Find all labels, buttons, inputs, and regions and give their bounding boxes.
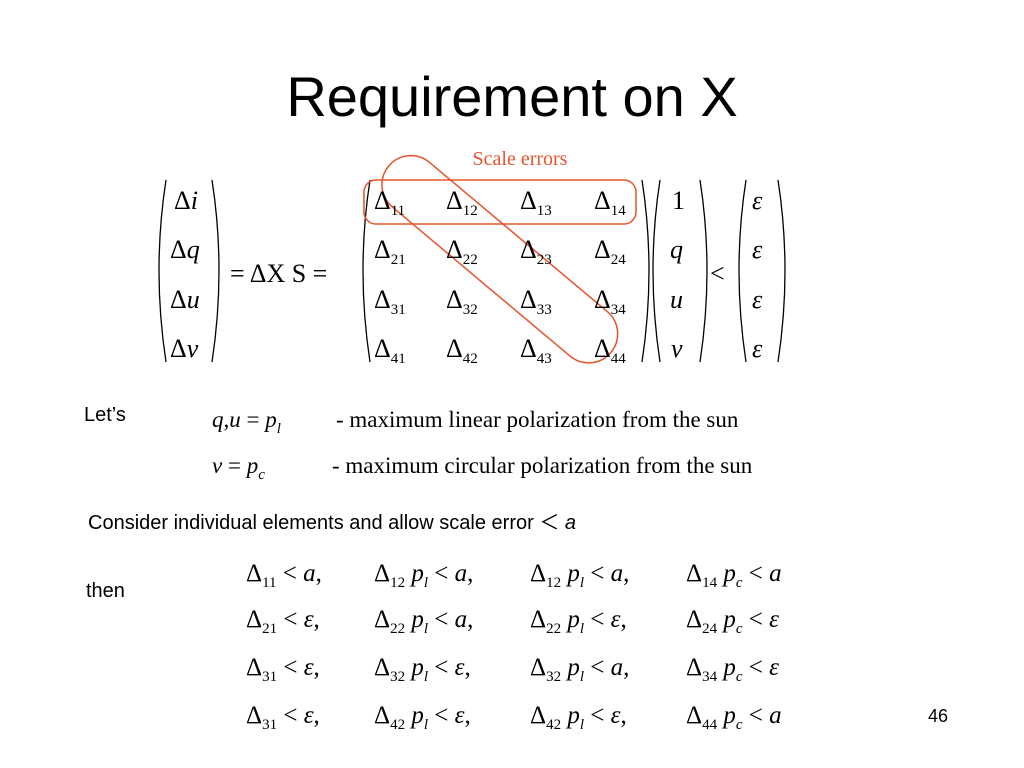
rhs-epsilon-4: ε <box>752 334 763 363</box>
condition-4-2: Δ42 pl < ε, <box>374 702 471 733</box>
condition-1-2: Δ12 pl < a, <box>374 560 474 591</box>
scale-error-diagonal-box <box>381 154 619 364</box>
matrix-cell-23: Δ23 <box>520 235 552 268</box>
vector-right-bracket <box>699 179 708 363</box>
condition-4-4: Δ44 pc < a <box>686 702 782 733</box>
matrix-cell-41: Δ41 <box>374 334 406 367</box>
rhs-epsilon-2: ε <box>752 235 763 264</box>
lhs-right-bracket <box>211 179 220 363</box>
vector-entry-v: v <box>671 334 683 363</box>
condition-1-3: Δ12 pl < a, <box>530 560 630 591</box>
scale-error-row-box <box>363 179 637 225</box>
definition-circular-expr: v = pc <box>212 453 265 483</box>
vector-entry-u: u <box>670 285 683 314</box>
then-label: then <box>86 580 125 602</box>
matrix-cell-12: Δ12 <box>446 186 478 219</box>
matrix-cell-14: Δ14 <box>594 186 626 219</box>
matrix-cell-43: Δ43 <box>520 334 552 367</box>
vector-left-bracket <box>652 179 661 363</box>
definition-circular-text: - maximum circular polarization from the… <box>332 453 753 478</box>
matrix-cell-31: Δ31 <box>374 285 406 318</box>
matrix-cell-13: Δ13 <box>520 186 552 219</box>
condition-2-3: Δ22 pl < ε, <box>530 606 627 637</box>
definition-linear-expr: q,u = pl <box>212 407 281 437</box>
condition-2-2: Δ22 pl < a, <box>374 606 474 637</box>
condition-3-1: Δ31 < ε, <box>246 654 320 685</box>
lhs-entry-q: Δq <box>170 235 200 264</box>
condition-1-1: Δ11 < a, <box>246 560 322 591</box>
condition-3-3: Δ32 pl < a, <box>530 654 630 685</box>
matrix-cell-24: Δ24 <box>594 235 626 268</box>
consider-var: a <box>564 512 577 534</box>
consider-text: Consider individual elements and allow s… <box>88 512 577 534</box>
matrix-cell-22: Δ22 <box>446 235 478 268</box>
matrix-cell-44: Δ44 <box>594 334 626 367</box>
matrix-cell-32: Δ32 <box>446 285 478 318</box>
condition-2-1: Δ21 < ε, <box>246 606 320 637</box>
definition-linear-text: - maximum linear polarization from the s… <box>336 407 739 432</box>
matrix-cell-42: Δ42 <box>446 334 478 367</box>
matrix-cell-11: Δ11 <box>374 186 406 219</box>
lhs-left-bracket <box>158 179 167 363</box>
equation-operator: = ΔX S = <box>230 259 328 288</box>
matrix-cell-33: Δ33 <box>520 285 552 318</box>
condition-3-4: Δ34 pc < ε <box>686 654 779 685</box>
lhs-entry-v: Δv <box>170 334 199 363</box>
lhs-entry-i: Δi <box>174 186 198 215</box>
rhs-epsilon-3: ε <box>752 285 763 314</box>
matrix-left-bracket <box>362 179 371 363</box>
condition-3-2: Δ32 pl < ε, <box>374 654 471 685</box>
matrix-cell-34: Δ34 <box>594 285 626 318</box>
slide-title: Requirement on X <box>286 65 738 128</box>
rhs-left-bracket <box>738 179 747 363</box>
rhs-epsilon-1: ε <box>752 186 763 215</box>
condition-4-3: Δ42 pl < ε, <box>530 702 627 733</box>
vector-entry-1: 1 <box>672 186 685 215</box>
vector-entry-q: q <box>670 235 683 264</box>
scale-errors-label: Scale errors <box>472 148 568 170</box>
condition-2-4: Δ24 pc < ε <box>686 606 779 637</box>
page-number: 46 <box>928 706 949 726</box>
condition-4-1: Δ31 < ε, <box>246 702 320 733</box>
lhs-entry-u: Δu <box>170 285 200 314</box>
less-than-sign: < <box>710 259 725 288</box>
lets-label: Let’s <box>84 404 126 426</box>
rhs-right-bracket <box>777 179 786 363</box>
matrix-right-bracket <box>641 179 650 363</box>
condition-1-4: Δ14 pc < a <box>686 560 782 591</box>
matrix-cell-21: Δ21 <box>374 235 406 268</box>
